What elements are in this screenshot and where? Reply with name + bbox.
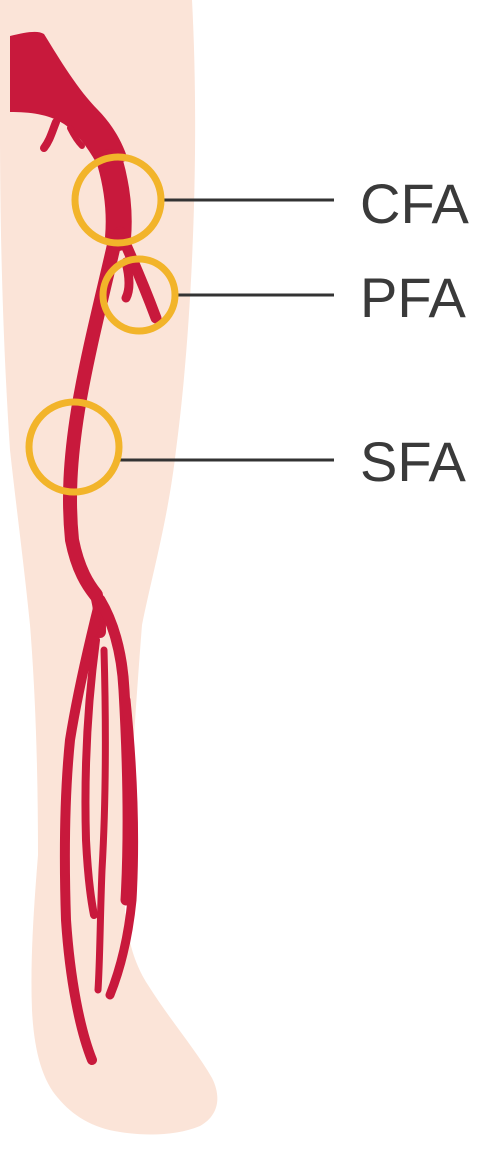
sfa-label: SFA — [360, 434, 466, 490]
cfa-label: CFA — [360, 176, 469, 232]
pfa-label: PFA — [360, 270, 466, 326]
pfa-hook — [126, 262, 129, 298]
cfa-vessel — [110, 162, 119, 238]
